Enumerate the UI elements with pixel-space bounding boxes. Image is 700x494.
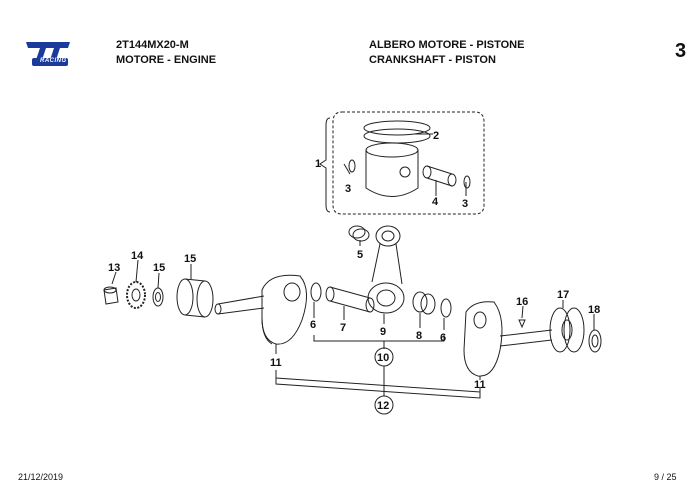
piston-group-frame	[332, 111, 485, 215]
callout-7: 7	[340, 322, 346, 334]
group-title: MOTORE - ENGINE	[116, 54, 217, 66]
section-number: 3	[675, 40, 687, 62]
callout-4: 4	[432, 196, 439, 208]
main-bearing-right	[549, 307, 585, 353]
callout-5: 5	[357, 249, 363, 261]
callout-9: 9	[380, 326, 386, 338]
crank-half-left	[214, 274, 307, 345]
thrust-washer-left	[310, 282, 322, 302]
connecting-rod	[367, 225, 405, 314]
footer-page: 9 / 25	[654, 472, 677, 482]
callout-16: 15	[184, 253, 196, 265]
model-code: 2T144MX20-M	[116, 39, 189, 51]
callout-12: 12	[377, 400, 389, 412]
thrust-washer-right	[440, 298, 452, 318]
callout-17: 16	[516, 296, 528, 308]
piston-ring-upper	[363, 120, 431, 136]
crank-pin	[325, 286, 375, 313]
crank-half-right	[463, 301, 553, 377]
brand-logo-sub: RACING	[40, 58, 67, 64]
callout-12-ring	[374, 395, 394, 415]
callout-14: 14	[131, 250, 144, 262]
callout-11-left: 11	[270, 357, 282, 369]
main-bearing-left	[176, 278, 214, 318]
small-end-bearing	[348, 225, 370, 242]
circlip-right	[463, 175, 471, 189]
crank-nut	[103, 286, 119, 305]
callout-8: 8	[416, 330, 422, 342]
callout-18: 17	[557, 289, 569, 301]
page-title-it: ALBERO MOTORE - PISTONE	[369, 39, 525, 51]
footer-date: 21/12/2019	[18, 472, 64, 482]
circlip-left	[348, 159, 356, 173]
callout-3-right: 3	[462, 198, 468, 210]
callout-2: 2	[433, 130, 439, 142]
callout-11-right: 11	[474, 379, 486, 391]
callout-10: 10	[377, 352, 389, 364]
piston-pin	[422, 165, 457, 187]
big-end-bearing	[412, 291, 436, 315]
oil-seal-left	[152, 287, 164, 307]
callout-15-right: 18	[588, 304, 600, 316]
piston-group-bracket	[319, 117, 331, 213]
brand-logo: RACING	[22, 38, 74, 68]
callout-13: 13	[108, 262, 120, 274]
callout-3-left: 3	[345, 183, 351, 195]
callout-10-ring	[374, 347, 394, 367]
piston-ring-lower	[363, 128, 431, 144]
callout-6-left: 6	[310, 319, 316, 331]
callout-1: 1	[315, 158, 321, 170]
oil-seal-right	[588, 329, 602, 353]
callout-6-right: 6	[440, 332, 446, 344]
page-title-en: CRANKSHAFT - PISTON	[369, 54, 496, 66]
callout-15-left: 15	[153, 262, 165, 274]
timing-gear	[126, 281, 146, 309]
piston	[365, 142, 419, 197]
woodruff-key	[518, 319, 526, 329]
